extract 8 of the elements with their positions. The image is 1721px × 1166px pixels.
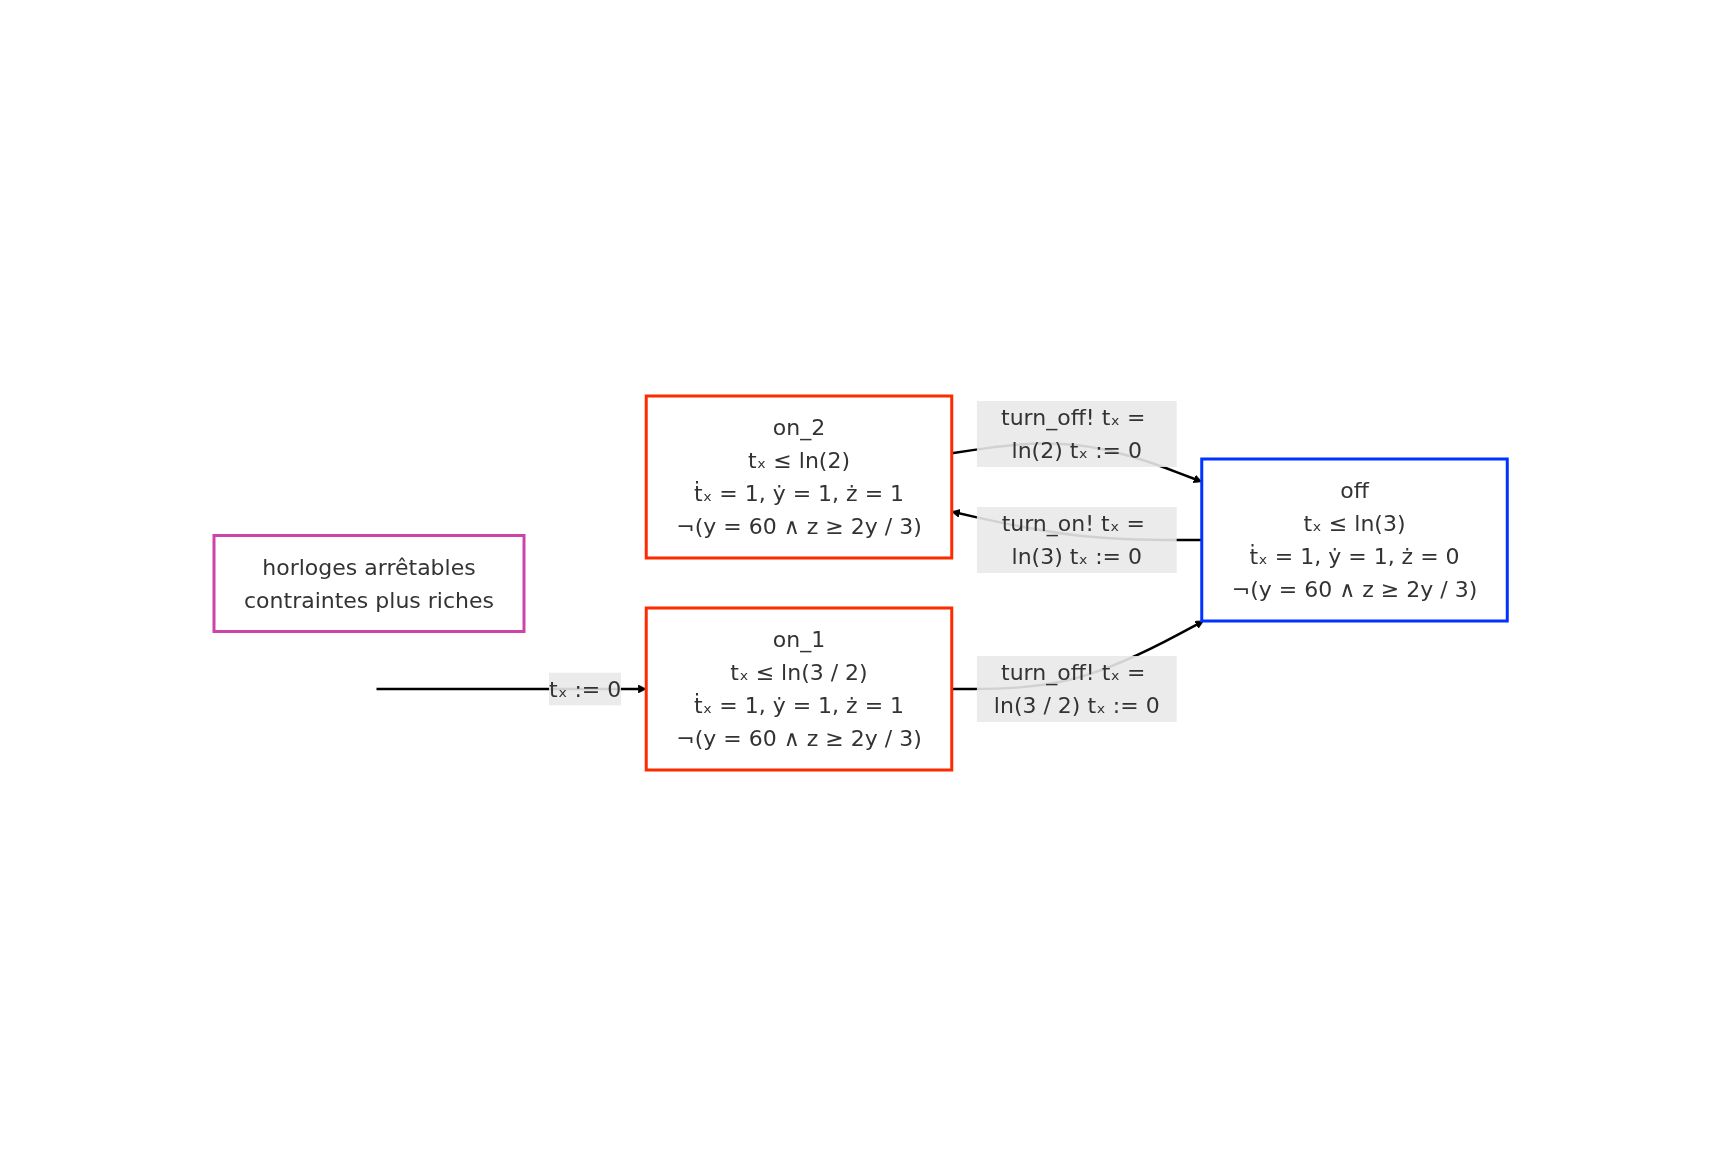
node-box: on_1 tₓ ≤ ln(3 / 2) ṫₓ = 1, ẏ = 1, ż = 1 ¬(y = 60 ∧ z ≥ 2y / 3) (644, 606, 954, 772)
edge-label: tₓ := 0 (548, 676, 622, 702)
edge-label: turn_on! tₓ = ln(3) tₓ := 0 (1001, 511, 1145, 569)
node-box: horloges arrêtables contraintes plus riches (212, 534, 526, 633)
node-box: on_2 tₓ ≤ ln(2) ṫₓ = 1, ẏ = 1, ż = 1 ¬(y = 60 ∧ z ≥ 2y / 3) (644, 394, 954, 560)
edge-label: turn_off! tₓ = ln(3 / 2) tₓ := 0 (993, 660, 1160, 718)
edge-label: turn_off! tₓ = ln(2) tₓ := 0 (1000, 405, 1146, 463)
node-box: off tₓ ≤ ln(3) ṫₓ = 1, ẏ = 1, ż = 0 ¬(y = 60 ∧ z ≥ 2y / 3) (1200, 457, 1509, 623)
